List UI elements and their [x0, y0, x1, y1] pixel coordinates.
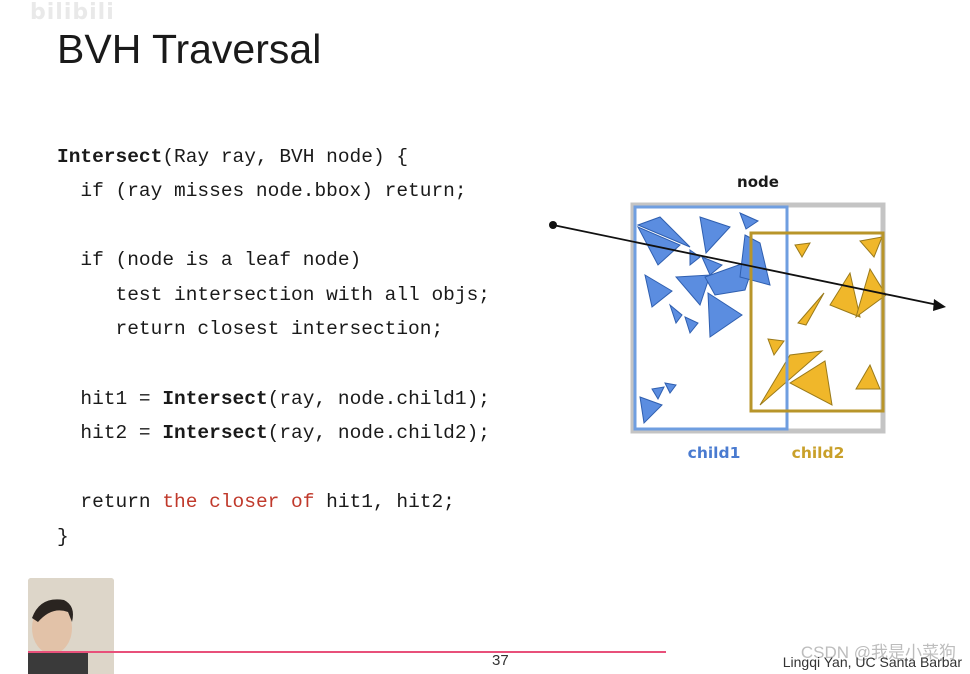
child1-bbox	[633, 205, 789, 431]
triangle	[855, 267, 887, 319]
code-keyword: Intersect	[162, 388, 268, 410]
code-line-4: test intersection with all objs;	[57, 284, 490, 306]
triangle	[664, 382, 677, 394]
code-text: (ray, node.child2);	[267, 422, 490, 444]
child2-label: child2	[792, 444, 845, 462]
triangle	[855, 363, 881, 390]
triangle	[636, 225, 681, 266]
code-highlight: the closer of	[162, 491, 315, 513]
triangle	[689, 249, 701, 267]
webcam-thumbnail	[28, 578, 114, 674]
node-label: node	[737, 173, 779, 191]
child1-label: child1	[688, 444, 741, 462]
top-watermark: bilibili	[30, 0, 115, 25]
triangle	[788, 360, 833, 406]
triangle	[759, 350, 824, 406]
code-line-2: if (ray misses node.bbox) return;	[57, 180, 467, 202]
code-keyword: Intersect	[57, 146, 163, 168]
code-line-3: if (node is a leaf node)	[57, 249, 362, 271]
triangle	[767, 338, 785, 357]
triangle	[651, 386, 665, 401]
author-credit: Lingqi Yan, UC Santa Barbar	[782, 654, 962, 670]
code-text: hit1, hit2;	[314, 491, 455, 513]
webcam-person-image	[28, 578, 114, 674]
triangle	[684, 316, 699, 335]
video-progress-line	[28, 651, 666, 653]
code-line-8: return the closer of hit1, hit2;	[57, 487, 455, 517]
triangle	[707, 292, 743, 338]
triangle	[739, 212, 760, 230]
child2-bbox	[749, 231, 885, 413]
triangle	[797, 292, 825, 326]
code-line-5: return closest intersection;	[57, 318, 444, 340]
triangle	[644, 273, 673, 308]
triangle	[859, 236, 883, 258]
triangle	[668, 303, 683, 325]
ray-line	[552, 224, 939, 306]
ray-arrowhead	[933, 299, 946, 311]
code-text: hit1 =	[57, 388, 163, 410]
triangle	[636, 216, 691, 248]
csdn-watermark: CSDN @我是小菜狗	[800, 643, 956, 662]
page-number: 37	[492, 652, 509, 669]
triangle	[674, 274, 711, 306]
triangle	[701, 256, 723, 276]
code-text: return	[57, 491, 163, 513]
child2-triangles	[759, 236, 887, 406]
code-text: (ray, node.child1);	[267, 388, 490, 410]
triangle	[639, 396, 663, 425]
triangle	[794, 242, 811, 258]
bvh-diagram-svg: node	[549, 173, 946, 462]
child1-triangles	[636, 212, 771, 425]
code-keyword: Intersect	[162, 422, 268, 444]
code-text: (Ray ray, BVH node) {	[162, 146, 409, 168]
code-line-1: Intersect(Ray ray, BVH node) {	[57, 142, 408, 172]
code-text: hit2 =	[57, 422, 163, 444]
triangle	[699, 216, 731, 255]
triangle	[739, 234, 771, 286]
code-line-9: }	[57, 526, 69, 548]
triangle	[829, 271, 861, 318]
code-line-7: hit2 = Intersect(ray, node.child2);	[57, 418, 490, 448]
bvh-figure: node	[540, 165, 960, 475]
code-line-6: hit1 = Intersect(ray, node.child1);	[57, 384, 490, 414]
slide-title: BVH Traversal	[57, 26, 322, 72]
